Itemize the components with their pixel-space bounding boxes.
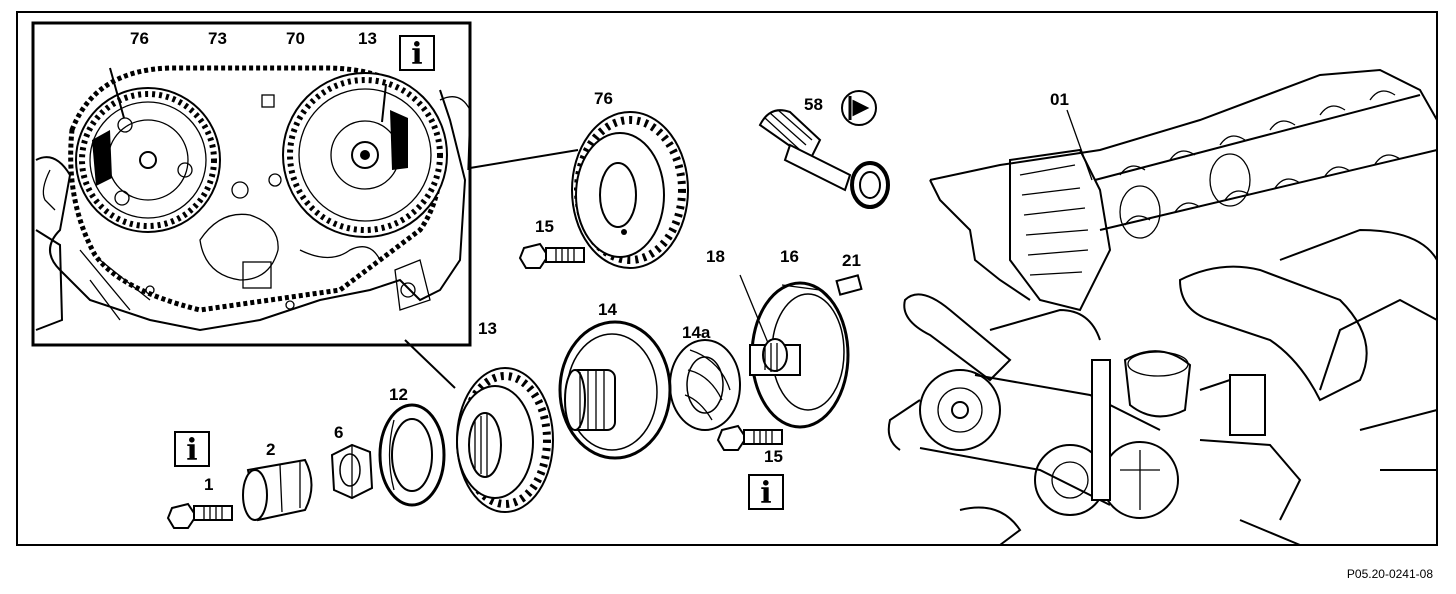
label-13-inset: 13 — [358, 29, 377, 48]
reference-code: P05.20-0241-08 — [1347, 567, 1433, 581]
info-icon: i — [174, 431, 210, 468]
bolt-1 — [166, 502, 233, 529]
ring-12 — [378, 403, 446, 507]
pin-21 — [835, 274, 863, 296]
label-21: 21 — [842, 251, 861, 270]
leader-line — [1066, 109, 1093, 181]
leader-line — [739, 274, 769, 344]
disc-14 — [558, 320, 672, 460]
bolt-15-top — [518, 242, 585, 269]
seal-14a — [669, 339, 741, 431]
camshaft-sprocket-76 — [571, 111, 689, 269]
info-icon: i — [748, 474, 784, 511]
valve-58 — [758, 109, 890, 209]
sprocket-13 — [456, 367, 554, 513]
engine-assembly-01 — [887, 68, 1438, 546]
label-18: 18 — [706, 247, 725, 266]
label-58: 58 — [804, 95, 823, 114]
connector-line — [404, 339, 456, 389]
label-15-top: 15 — [535, 217, 554, 236]
inset-detail — [31, 21, 472, 347]
svg-text:i: i — [411, 37, 422, 72]
label-70-inset: 70 — [286, 29, 305, 48]
label-6: 6 — [334, 423, 343, 442]
label-2: 2 — [266, 440, 275, 459]
label-16: 16 — [780, 247, 799, 266]
label-76-inset: 76 — [130, 29, 149, 48]
svg-text:i: i — [186, 433, 197, 468]
sleeve-2 — [242, 458, 313, 522]
label-15-bottom: 15 — [764, 447, 783, 466]
pump-wheel-16 — [749, 281, 850, 429]
label-12: 12 — [389, 385, 408, 404]
label-1: 1 — [204, 475, 213, 494]
label-14a: 14a — [682, 323, 711, 342]
label-76: 76 — [594, 89, 613, 108]
label-13: 13 — [478, 319, 497, 338]
info-icon: i — [399, 35, 435, 72]
label-14: 14 — [598, 300, 617, 319]
label-73-inset: 73 — [208, 29, 227, 48]
bolt-15-bottom — [716, 424, 783, 451]
diagram-frame — [16, 11, 1438, 546]
label-01: 01 — [1050, 90, 1069, 109]
tighten-torque-icon — [841, 90, 877, 126]
svg-text:i: i — [760, 476, 771, 511]
nut-6 — [330, 443, 374, 500]
connector-line — [469, 149, 579, 169]
